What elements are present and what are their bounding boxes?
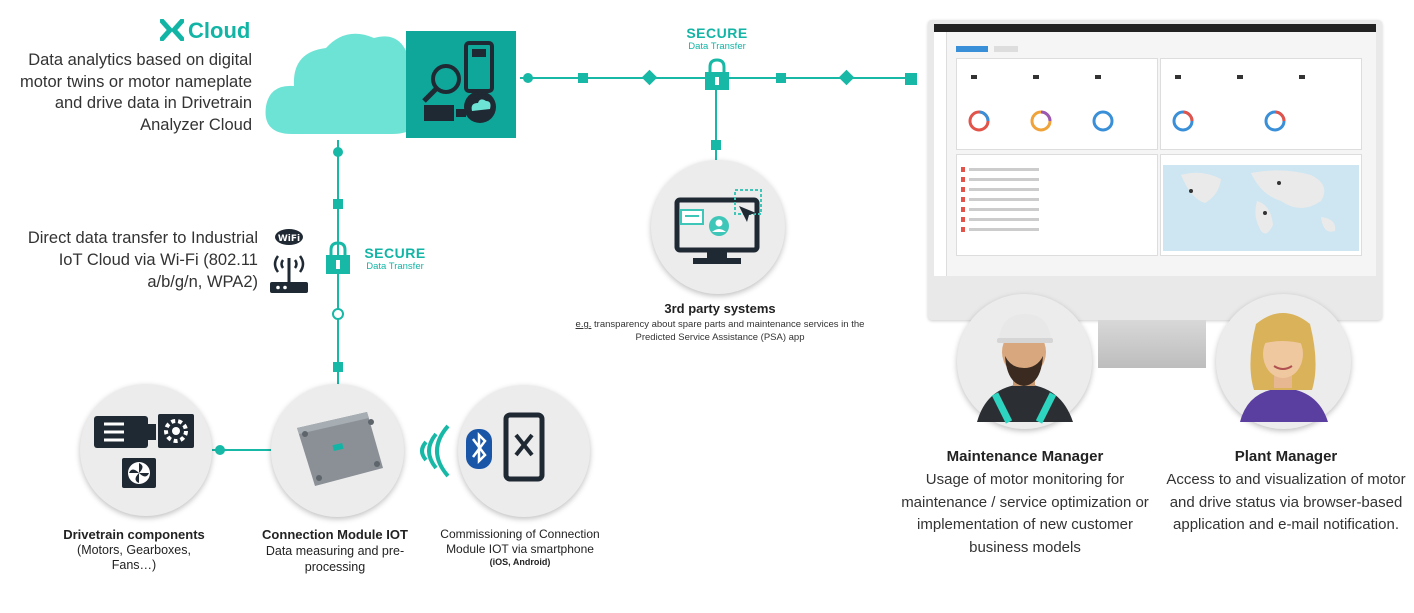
line-node	[523, 73, 533, 83]
cloud-description: Data analytics based on digital motor tw…	[19, 51, 252, 134]
connection-module-caption: Connection Module IOT Data measuring and…	[240, 527, 430, 575]
router-icon	[268, 250, 310, 301]
line-node	[641, 69, 658, 86]
maintenance-manager-caption: Maintenance Manager Usage of motor monit…	[895, 448, 1155, 559]
line-node	[776, 73, 786, 83]
drivetrain-title: Drivetrain components	[63, 527, 205, 542]
secure-subtitle: Data Transfer	[688, 41, 746, 52]
line-node	[333, 362, 343, 372]
line-node	[332, 308, 344, 320]
drivetrain-circle	[80, 384, 212, 516]
secure-title: SECURE	[364, 245, 426, 261]
bluetooth-icon	[466, 429, 492, 469]
secure-subtitle: Data Transfer	[366, 261, 424, 272]
connection-module-device	[297, 412, 383, 486]
line-node	[333, 147, 343, 157]
plant-manager-title: Plant Manager	[1234, 448, 1338, 465]
padlock-icon	[703, 58, 731, 97]
line-node	[711, 140, 721, 150]
drivetrain-description: (Motors, Gearboxes, Fans…)	[77, 542, 191, 573]
x-logo-icon	[159, 18, 185, 47]
line-node	[905, 73, 917, 85]
smartphone-icon	[503, 412, 545, 482]
secure-transfer-top: SECURE Data Transfer	[680, 25, 754, 52]
commissioning-title: Commissioning of Connection Module IOT v…	[440, 527, 600, 556]
commissioning-platforms: (iOS, Android)	[489, 557, 551, 567]
line-node	[333, 199, 343, 209]
line-node	[838, 69, 855, 86]
motor-analytics-icon	[406, 31, 516, 138]
line-node	[578, 73, 588, 83]
third-party-description: e.g. transparency about spare parts and …	[575, 319, 865, 344]
third-party-title: 3rd party systems	[664, 301, 776, 316]
plant-manager-caption: Plant Manager Access to and visualizatio…	[1158, 448, 1414, 537]
plant-manager-description: Access to and visualization of motor and…	[1166, 471, 1406, 533]
connection-module-circle	[271, 384, 404, 517]
connection-module-title: Connection Module IOT	[262, 527, 408, 542]
gear-icon	[158, 414, 194, 448]
connection-module-description: Data measuring and pre-processing	[265, 544, 405, 574]
maintenance-manager-description: Usage of motor monitoring for maintenanc…	[901, 471, 1149, 556]
maintenance-manager-title: Maintenance Manager	[946, 448, 1104, 465]
line-node	[215, 445, 225, 455]
motor-icon	[94, 416, 156, 448]
padlock-icon	[323, 240, 353, 281]
example-prefix: e.g.	[575, 319, 592, 330]
third-party-circle	[651, 160, 785, 294]
wifi-icon: WiFi	[274, 228, 304, 251]
secure-title: SECURE	[686, 25, 748, 41]
third-party-text: transparency about spare parts and maint…	[591, 319, 865, 343]
dashboard-screenshot	[934, 24, 1376, 276]
third-party-caption: 3rd party systems e.g. transparency abou…	[575, 301, 865, 344]
commissioning-caption: Commissioning of Connection Module IOT v…	[440, 527, 600, 568]
monitor-stand	[1098, 320, 1206, 368]
computer-screen-icon	[674, 189, 762, 264]
secure-transfer-left: SECURE Data Transfer	[358, 245, 432, 272]
svg-text:WiFi: WiFi	[278, 234, 300, 244]
cloud-icon	[262, 22, 432, 147]
commissioning-circle	[458, 385, 590, 517]
plant-manager-avatar	[1216, 294, 1351, 429]
signal-waves-icon	[408, 416, 456, 491]
cloud-title: Cloud	[159, 18, 250, 47]
wifi-description: Direct data transfer to Industrial IoT C…	[27, 229, 258, 291]
fan-icon	[122, 458, 156, 488]
drivetrain-caption: Drivetrain components (Motors, Gearboxes…	[54, 527, 214, 574]
maintenance-manager-avatar	[957, 294, 1092, 429]
